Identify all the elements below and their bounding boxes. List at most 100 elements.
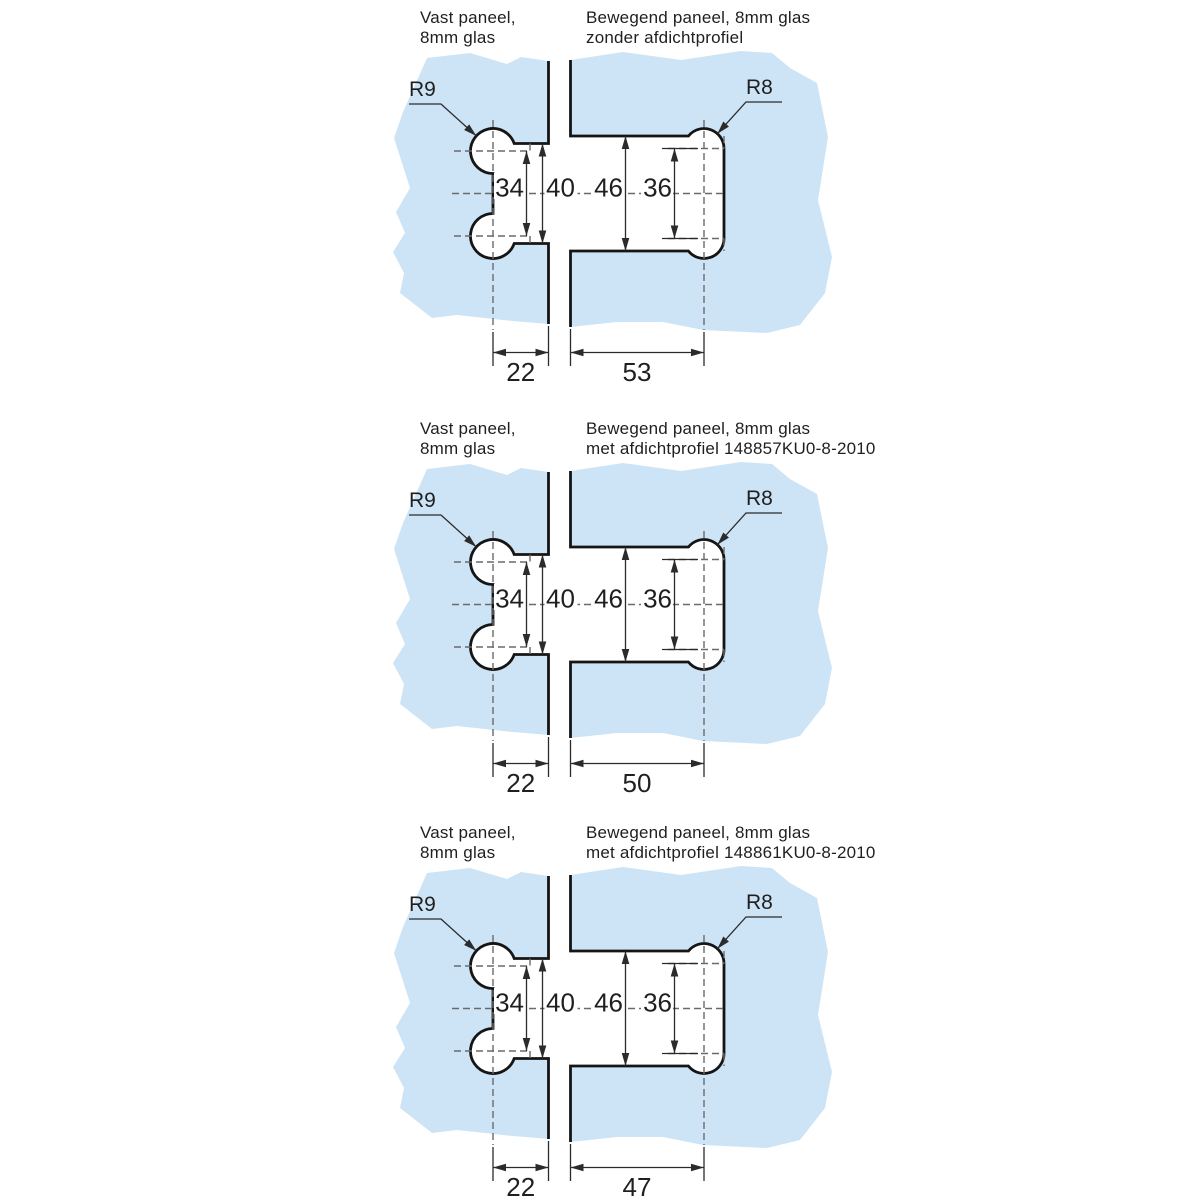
dim-arrowhead-icon (670, 225, 679, 239)
dim-46-label: 46 (594, 584, 623, 614)
dim-label-mask (641, 584, 673, 610)
glass-panel-fixed (393, 464, 549, 735)
radius-label-right: R8 (746, 487, 773, 510)
dim-40-label: 40 (546, 584, 575, 614)
panel-label-moving-line1: Bewegend paneel, 8mm glas (586, 8, 810, 27)
dim-22-label: 22 (506, 1172, 535, 1200)
dim-arrowhead-icon (570, 1163, 584, 1172)
panel-label-moving-line1: Bewegend paneel, 8mm glas (586, 823, 810, 842)
machined-edge-fixed-panel (469, 472, 550, 735)
dim-arrowhead-icon (670, 148, 679, 162)
dim-label-mask (544, 584, 578, 610)
panel-label-moving-line1: Bewegend paneel, 8mm glas (586, 419, 810, 438)
panel-label-moving-line2: met afdichtprofiel 148861KU0-8-2010 (586, 843, 876, 862)
dim-arrowhead-icon (621, 238, 630, 251)
dim-right-depth-label: 53 (623, 357, 652, 387)
dim-arrowhead-icon (670, 636, 679, 650)
leader-arrowhead-icon (464, 124, 477, 136)
panel-label-fixed-line2: 8mm glas (420, 843, 495, 862)
dim-arrowhead-icon (522, 151, 531, 164)
dim-label-mask (494, 584, 525, 610)
leader-arrowhead-icon (464, 535, 477, 547)
dim-36-label: 36 (643, 988, 672, 1018)
dim-arrowhead-icon (522, 223, 531, 236)
dim-arrowhead-icon (493, 759, 506, 768)
dim-arrowhead-icon (535, 759, 549, 768)
glass-panel-fixed (393, 868, 549, 1139)
dim-arrowhead-icon (522, 1038, 531, 1051)
dim-arrowhead-icon (535, 1163, 549, 1172)
dim-arrowhead-icon (621, 1053, 630, 1066)
radius-label-right: R8 (746, 76, 773, 99)
dim-label-mask (641, 173, 673, 199)
machined-edge-fixed-panel (469, 61, 550, 324)
dim-arrowhead-icon (493, 1163, 506, 1172)
dim-arrowhead-icon (691, 759, 704, 768)
leader-line-r9 (409, 918, 477, 952)
machined-edge-moving-panel (569, 471, 726, 738)
dim-arrowhead-icon (621, 649, 630, 662)
machined-edge-moving-panel (569, 875, 726, 1142)
panel-label-fixed-line1: Vast paneel, (420, 8, 516, 27)
dim-arrowhead-icon (621, 136, 630, 149)
leader-arrowhead-icon (717, 936, 729, 949)
dim-arrowhead-icon (538, 143, 547, 157)
dim-40-label: 40 (546, 173, 575, 203)
dim-label-mask (494, 988, 525, 1014)
dim-label-mask (641, 988, 673, 1014)
leader-line-r9 (409, 103, 477, 137)
dim-arrowhead-icon (535, 348, 549, 357)
dim-arrowhead-icon (570, 348, 584, 357)
dim-right-depth-label: 47 (623, 1172, 652, 1200)
dim-40-label: 40 (546, 988, 575, 1018)
dim-label-mask (544, 988, 578, 1014)
leader-line-r8 (716, 916, 782, 950)
leader-line-r9 (409, 514, 477, 548)
dim-22-label: 22 (506, 768, 535, 798)
dim-arrowhead-icon (538, 230, 547, 244)
dim-arrowhead-icon (670, 1040, 679, 1054)
radius-label-left: R9 (409, 893, 436, 916)
dim-arrowhead-icon (522, 634, 531, 647)
leader-arrowhead-icon (464, 939, 477, 951)
dim-46-label: 46 (594, 173, 623, 203)
panel-label-moving-line2: met afdichtprofiel 148857KU0-8-2010 (586, 439, 876, 458)
panel-label-moving-line2: zonder afdichtprofiel (586, 28, 743, 47)
radius-label-right: R8 (746, 891, 773, 914)
panel-label-fixed-line1: Vast paneel, (420, 419, 516, 438)
dim-46-label: 46 (594, 988, 623, 1018)
leader-line-r8 (716, 512, 782, 546)
dim-label-mask (494, 173, 525, 199)
leader-line-r8 (716, 101, 782, 135)
dim-label-mask (592, 988, 624, 1014)
dim-arrowhead-icon (538, 1045, 547, 1059)
dim-arrowhead-icon (522, 966, 531, 979)
machined-edge-moving-panel (569, 60, 726, 327)
leader-arrowhead-icon (717, 121, 729, 134)
dim-arrowhead-icon (691, 1163, 704, 1172)
dim-34-label: 34 (495, 988, 524, 1018)
dim-arrowhead-icon (538, 958, 547, 972)
dim-36-label: 36 (643, 173, 672, 203)
machined-edge-fixed-panel (469, 876, 550, 1139)
dim-34-label: 34 (495, 584, 524, 614)
glass-panel-fixed (393, 53, 549, 324)
dim-arrowhead-icon (570, 759, 584, 768)
panel-label-fixed-line2: 8mm glas (420, 28, 495, 47)
diagram-3: 34 40 46 36 22 47 R9 R8 Vast paneel,8mm glas Bewe… (393, 823, 876, 1200)
panel-label-fixed-line1: Vast paneel, (420, 823, 516, 842)
dim-right-depth-label: 50 (623, 768, 652, 798)
dim-arrowhead-icon (522, 562, 531, 575)
dim-arrowhead-icon (538, 641, 547, 655)
dim-arrowhead-icon (493, 348, 506, 357)
radius-label-left: R9 (409, 78, 436, 101)
dim-label-mask (592, 584, 624, 610)
dim-arrowhead-icon (670, 963, 679, 977)
radius-label-left: R9 (409, 489, 436, 512)
dim-label-mask (544, 173, 578, 199)
panel-label-fixed-line2: 8mm glas (420, 439, 495, 458)
